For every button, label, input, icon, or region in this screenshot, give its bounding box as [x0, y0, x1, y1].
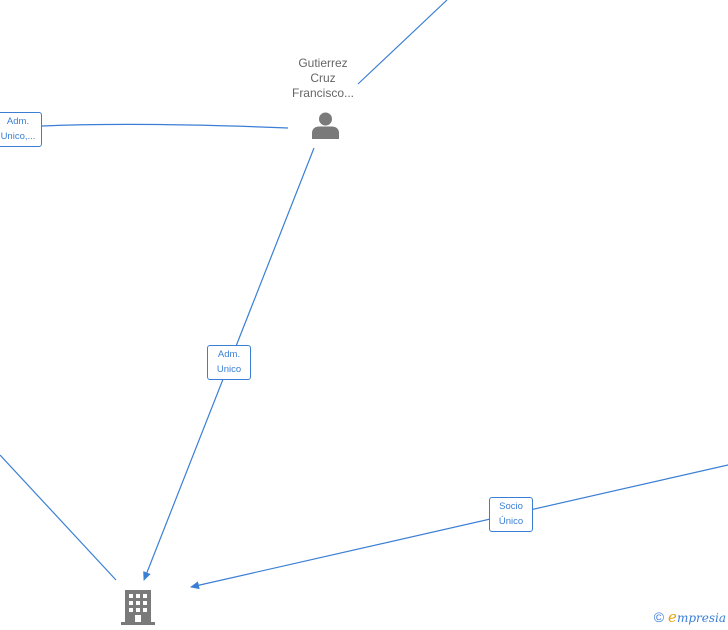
footer-brand: © empresia [654, 608, 726, 626]
edge-label-right-line-1: Socio [499, 501, 523, 512]
person-name-line-1: Gutierrez [298, 56, 348, 70]
edge-left-bottom [0, 454, 117, 581]
edge-top-right [357, 0, 448, 85]
edge-label-middle[interactable]: Adm. Unico [207, 345, 251, 380]
person-node-name[interactable]: Gutierrez Cruz Francisco... [268, 56, 378, 101]
edge-label-middle-line-1: Adm. [217, 349, 241, 360]
copyright-symbol: © [653, 609, 665, 625]
edge-label-middle-line-2: Unico [216, 364, 242, 375]
brand-logo-rest: mpresia [676, 611, 726, 625]
edge-left [41, 123, 289, 129]
brand-logo-initial: e [668, 608, 677, 626]
person-name-line-3: Francisco... [291, 86, 354, 100]
person-name-line-2: Cruz [310, 71, 336, 85]
brand-logo[interactable]: empresia [668, 608, 726, 626]
edge-label-left-line-1: Adm. [6, 116, 30, 127]
edge-label-right-line-2: Único [498, 516, 524, 527]
edge-label-left[interactable]: Adm. Unico,... [0, 112, 42, 147]
edge-label-left-line-2: Unico,... [0, 131, 36, 142]
edge-right-to-company [190, 464, 728, 590]
person-icon[interactable] [311, 111, 340, 140]
building-icon[interactable] [121, 589, 155, 625]
edge-label-right[interactable]: Socio Único [489, 497, 533, 532]
